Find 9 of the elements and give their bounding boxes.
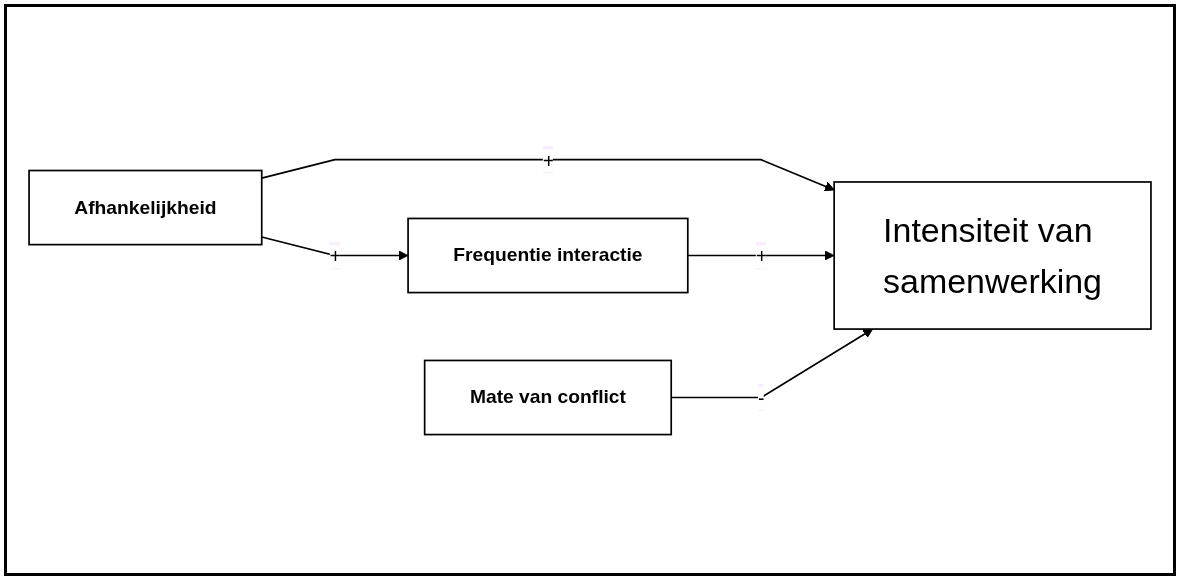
edge-label: +	[755, 245, 768, 268]
node-box	[28, 169, 263, 246]
edge-label: +	[329, 245, 342, 268]
node-box	[407, 217, 689, 294]
node-box	[833, 180, 1152, 330]
edge-label: +	[542, 149, 555, 172]
flow-diagram: + + + - Afhankelijkheid Frequentie interactie Mate van conflict Intensiteit van samenwerking	[20, 136, 1160, 444]
edge-label: -	[757, 387, 765, 410]
node-box	[423, 359, 673, 436]
